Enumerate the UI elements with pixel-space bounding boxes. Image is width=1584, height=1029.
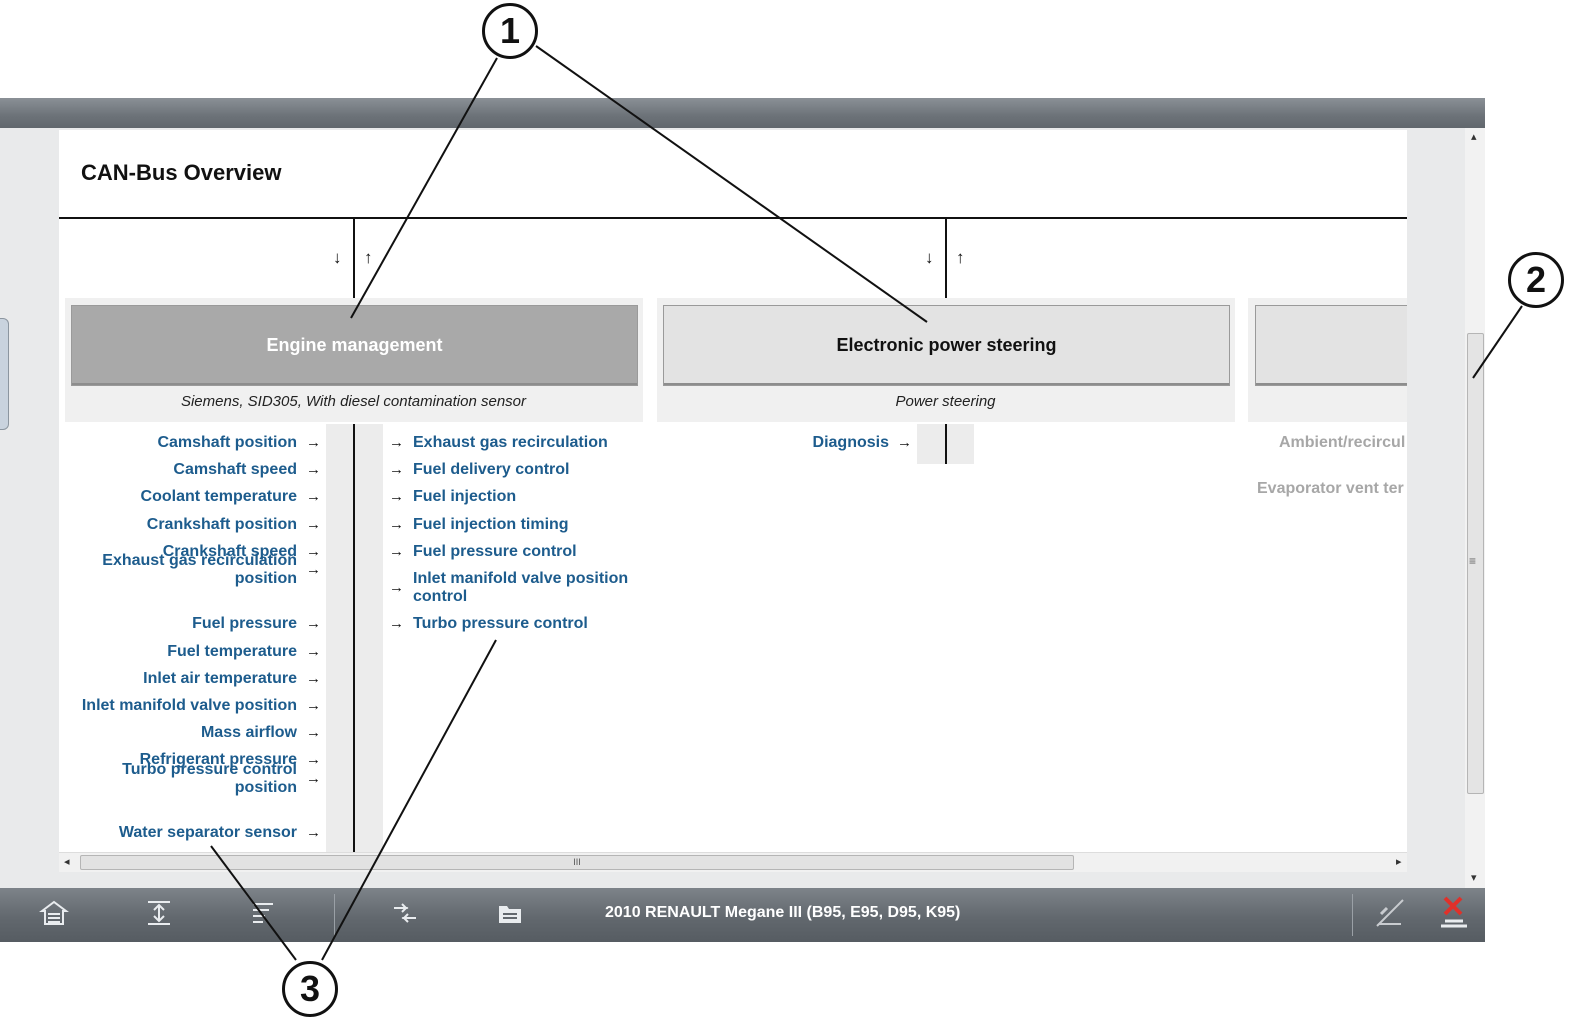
side-panel-tab[interactable] xyxy=(0,318,9,430)
signal-engine-input[interactable]: Mass airflow xyxy=(200,724,297,741)
signal-arrow: → xyxy=(306,488,321,505)
signal-engine-input[interactable]: Turbo pressure control position xyxy=(122,761,297,796)
signal-third-0[interactable]: Ambient/recircul xyxy=(1279,434,1406,451)
scroll-down-icon[interactable]: ▾ xyxy=(1471,872,1477,884)
vehicle-label: 2010 RENAULT Megane III (B95, E95, D95, … xyxy=(605,904,961,921)
signal-arrow: → xyxy=(306,824,321,841)
signal-engine-input[interactable]: Inlet manifold valve position xyxy=(81,697,297,714)
signal-engine-output[interactable]: Fuel delivery control xyxy=(413,461,570,478)
signal-arrow: → xyxy=(389,434,404,451)
scroll-up-icon[interactable]: ▴ xyxy=(1471,131,1477,143)
can-bus-line xyxy=(59,217,1407,219)
vertical-scroll-thumb[interactable] xyxy=(1467,333,1484,794)
signal-arrow: → xyxy=(306,697,321,714)
bus-arrow-down-engine: ↓ xyxy=(333,248,342,267)
callout-3: 3 xyxy=(282,961,338,1017)
module-engine-management[interactable]: Engine management xyxy=(71,305,638,386)
signal-engine-input[interactable]: Crankshaft speed xyxy=(162,543,297,560)
toolbar-separator xyxy=(334,894,335,936)
signal-arrow: → xyxy=(306,543,321,560)
signal-arrow: → xyxy=(389,488,404,505)
home-icon[interactable] xyxy=(34,898,74,935)
signal-engine-input[interactable]: Camshaft position xyxy=(157,434,297,451)
signal-arrow: → xyxy=(306,724,321,741)
can-bus-overview-panel: CAN-Bus Overview ↓ ↑ ↓ ↑ Engine manageme… xyxy=(59,130,1407,853)
signal-engine-input[interactable]: Coolant temperature xyxy=(140,488,297,505)
signal-engine-input[interactable]: Inlet air temperature xyxy=(143,670,297,687)
fit-height-icon[interactable] xyxy=(139,898,179,935)
signal-arrow: → xyxy=(389,543,404,560)
bus-arrow-up-engine: ↑ xyxy=(364,248,373,267)
bottom-toolbar xyxy=(0,888,1485,942)
bus-arrow-down-eps: ↓ xyxy=(925,248,934,267)
signal-engine-input[interactable]: Fuel pressure xyxy=(192,615,297,632)
module-electronic-power-steering[interactable]: Electronic power steering xyxy=(663,305,1230,386)
horizontal-scroll-thumb[interactable]: III xyxy=(80,855,1074,870)
signal-arrow: → xyxy=(306,670,321,687)
signal-engine-output[interactable]: Exhaust gas recirculation xyxy=(413,434,608,451)
signal-engine-input[interactable]: Water separator sensor xyxy=(118,824,297,841)
list-icon[interactable] xyxy=(244,898,284,935)
signal-eps-diagnosis[interactable]: Diagnosis xyxy=(812,434,889,451)
signal-engine-output[interactable]: Fuel pressure control xyxy=(413,543,577,560)
scroll-right-icon[interactable]: ▸ xyxy=(1396,856,1402,868)
signal-engine-output[interactable]: Turbo pressure control xyxy=(413,615,588,632)
signal-arrow: → xyxy=(389,615,404,632)
signal-arrow: → xyxy=(306,770,321,787)
module-third[interactable] xyxy=(1255,305,1407,386)
signal-engine-output[interactable]: Inlet manifold valve position control xyxy=(413,570,629,605)
signal-third-1[interactable]: Evaporator vent ter xyxy=(1257,480,1404,497)
signal-engine-output[interactable]: Fuel injection xyxy=(413,488,517,505)
signal-arrow: → xyxy=(389,516,404,533)
eps-signal-line xyxy=(945,424,947,464)
signal-engine-input[interactable]: Refrigerant pressure xyxy=(139,751,297,768)
page-title: CAN-Bus Overview xyxy=(81,160,282,185)
callout-2: 2 xyxy=(1508,252,1564,308)
signal-arrow: → xyxy=(306,461,321,478)
exit-icon[interactable] xyxy=(1433,894,1473,939)
module-engine-description: Siemens, SID305, With diesel contaminati… xyxy=(180,393,527,410)
signal-engine-output[interactable]: Fuel injection timing xyxy=(413,516,569,533)
bus-arrow-up-eps: ↑ xyxy=(956,248,965,267)
folder-icon[interactable] xyxy=(490,898,530,935)
signal-arrow: → xyxy=(306,615,321,632)
signal-engine-input[interactable]: Camshaft speed xyxy=(173,461,297,478)
signal-arrow: → xyxy=(306,434,321,451)
bus-drop-eps xyxy=(945,218,947,298)
module-eps-description: Power steering xyxy=(895,393,996,410)
toolbar-separator-right xyxy=(1352,894,1353,936)
window-title-strip xyxy=(0,98,1485,128)
signal-arrow: → xyxy=(306,561,321,578)
bus-drop-engine xyxy=(353,218,355,298)
signal-arrow: → xyxy=(897,434,912,451)
signal-engine-input[interactable]: Exhaust gas recirculation position xyxy=(102,552,297,587)
pen-icon[interactable] xyxy=(1370,896,1410,937)
signal-arrow: → xyxy=(306,751,321,768)
engine-signal-line xyxy=(353,424,355,852)
signal-engine-input[interactable]: Fuel temperature xyxy=(167,643,297,660)
connect-icon[interactable] xyxy=(385,898,425,935)
signal-arrow: → xyxy=(306,643,321,660)
signal-arrow: → xyxy=(389,461,404,478)
vertical-grip-icon: ≡ xyxy=(1469,554,1477,568)
callout-1: 1 xyxy=(482,3,538,59)
signal-arrow: → xyxy=(306,516,321,533)
signal-arrow: → xyxy=(389,579,404,596)
scroll-left-icon[interactable]: ◂ xyxy=(64,856,70,868)
signal-engine-input[interactable]: Crankshaft position xyxy=(146,516,297,533)
